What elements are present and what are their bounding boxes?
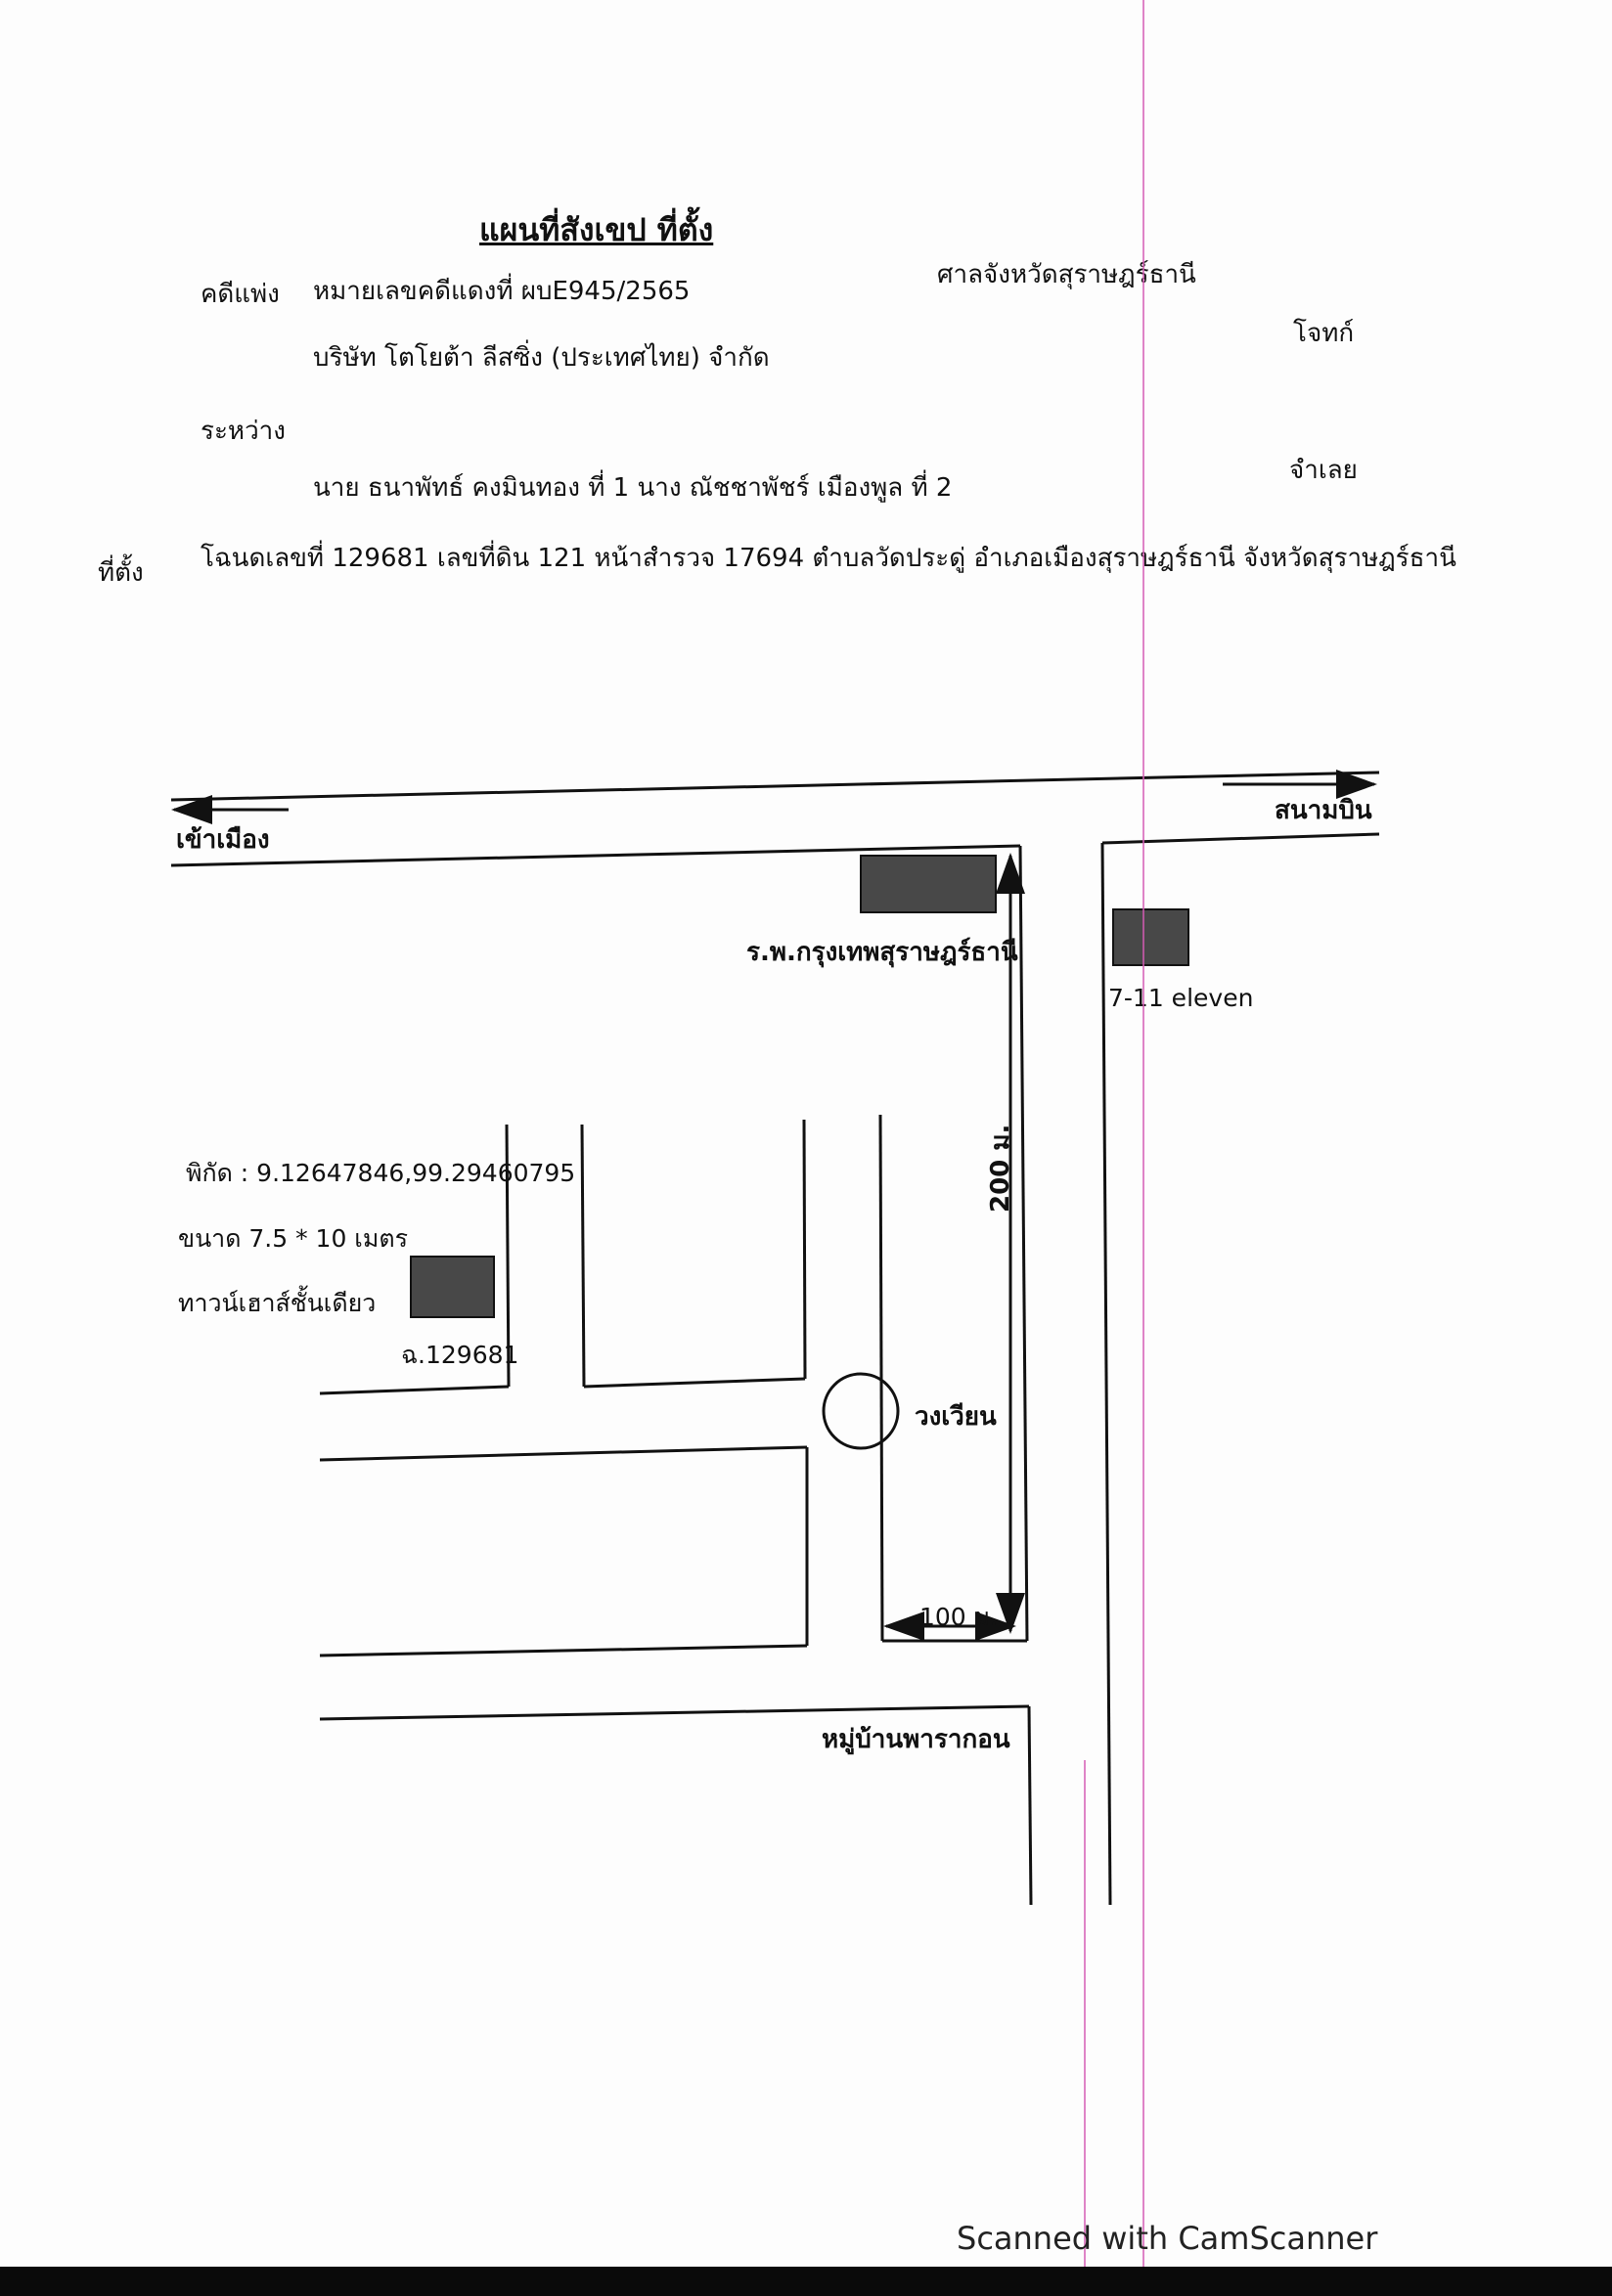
village-road-end (1027, 1705, 1033, 1906)
camscanner-watermark: Scanned with CamScanner (957, 2220, 1378, 2257)
street-b (505, 1124, 511, 1388)
between-label: ระหว่าง (201, 417, 286, 446)
street-c-bottom (319, 1644, 808, 1657)
distance-100m-label: 100 ม. (919, 1603, 999, 1631)
scan-line-1 (1142, 0, 1144, 2267)
location-text: โฉนดเลขที่ 129681 เลขที่ดิน 121 หน้าสำรว… (201, 544, 1456, 573)
townhouse-block (410, 1256, 495, 1318)
hospital-block (860, 855, 997, 913)
main-road-right-edge (1018, 845, 1029, 1642)
side-road-right (1100, 842, 1112, 1906)
street-a-bottom (583, 1377, 806, 1389)
defendant-name: นาย ธนาพัทธ์ คงมินทอง ที่ 1 นาง ณัชชาพัช… (313, 473, 953, 503)
defendant-role: จำเลย (1289, 456, 1358, 485)
building-label: ทาวน์เฮาส์ชั้นเดียว (178, 1289, 377, 1317)
case-number: หมายเลขคดีแดงที่ ผบE945/2565 (313, 277, 691, 306)
to-city-label: เข้าเมือง (176, 825, 270, 855)
street-c-top (319, 1445, 808, 1462)
scan-line-2 (1084, 1760, 1086, 2267)
street-a-left (580, 1124, 586, 1388)
plaintiff-role: โจทก์ (1293, 319, 1355, 348)
highway-bottom-edge-right (1101, 832, 1380, 845)
case-type: คดีแพ่ง (201, 280, 280, 309)
village-road (319, 1704, 1030, 1721)
to-airport-label: สนามบิน (1275, 796, 1372, 825)
location-label: ที่ตั้ง (98, 558, 144, 588)
size-label: ขนาด 7.5 * 10 เมตร (178, 1224, 408, 1253)
distance-200m-label: 200 ม. (986, 1124, 1015, 1213)
store-label: 7-11 eleven (1108, 984, 1254, 1012)
village-label: หมู่บ้านพารากอน (822, 1725, 1010, 1754)
store-block (1112, 908, 1189, 966)
hospital-label: ร.พ.กรุงเทพสุราษฎร์ธานี (746, 938, 1018, 967)
street-b-bottom (319, 1385, 510, 1395)
scan-bottom-edge (0, 2267, 1612, 2296)
coordinates-label: พิกัด : 9.12647846,99.29460795 (186, 1159, 576, 1187)
roundabout-circle (822, 1372, 900, 1450)
court-name: ศาลจังหวัดสุราษฎร์ธานี (937, 260, 1196, 289)
map-title: แผนที่สังเขป ที่ตั้ง (479, 211, 714, 248)
street-a-right (802, 1119, 807, 1380)
deed-label: ฉ.129681 (401, 1341, 519, 1369)
highway-top-edge (170, 771, 1380, 802)
roundabout-label: วงเวียน (915, 1402, 997, 1432)
main-road-left-edge (878, 1114, 884, 1642)
plaintiff-name: บริษัท โตโยต้า ลีสซิ่ง (ประเทศไทย) จำกัด (313, 343, 770, 373)
highway-bottom-edge-left (170, 844, 1021, 867)
